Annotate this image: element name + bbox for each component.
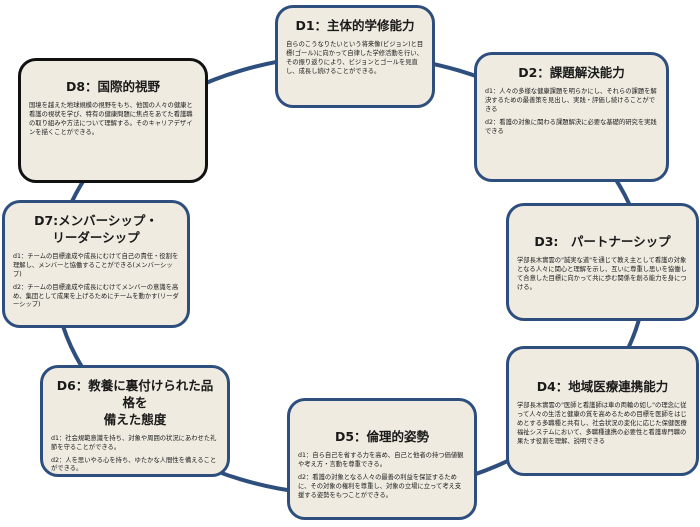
node-d3-text-1: 学部長木實雲の"誠実な道"を通じて教え主として看護の対象となる人々に関心と理解を… — [517, 256, 687, 291]
node-d7: D7:メンバーシップ・ リーダーシップ d1：チームの目標達成や成長にむけて自己… — [2, 200, 190, 328]
node-d2: D2：課題解決能力 d1：人々の多様な健康課題を明らかにし、それらの課題を解決す… — [474, 52, 669, 182]
node-d7-text-2: d2：チームの目標達成や成長にむけてメンバーの意識を高め、集団として成果を上げる… — [13, 283, 179, 309]
node-d5-text-1: d1：自ら自己を省する力を高め、自己と他者の持つ価値観や考え方・言動を尊重できる… — [298, 451, 464, 468]
node-d4-title: D4：地域医療連携能力 — [536, 379, 669, 394]
node-d5-title: D5：倫理的姿勢 — [334, 429, 430, 444]
node-d8[interactable]: D8：国際的視野 国境を越えた地球規模の視野をもち、他国の人々の健康と看護の視状… — [18, 58, 208, 183]
node-d5-text-2: d2：看護の対象となる人々の最善の利益を保証するために、その対象の権利を尊重し、… — [298, 473, 462, 499]
node-d1-title: D1：主体的学修能力 — [295, 18, 415, 33]
node-d2-title: D2：課題解決能力 — [518, 65, 625, 80]
node-d6: D6：教養に裏付けられた品格を 備えた態度 d1：社会規範意識を持ち、対象や周囲… — [40, 365, 230, 477]
node-d2-text-1: d1：人々の多様な健康課題を明らかにし、それらの課題を解決するための最善策を見出… — [485, 87, 657, 113]
node-d5: D5：倫理的姿勢 d1：自ら自己を省する力を高め、自己と他者の持つ価値観や考え方… — [287, 398, 477, 520]
node-d6-text-1: d1：社会規範意識を持ち、対象や周囲の状況にあわせた礼節を守ることができる。 — [51, 434, 217, 451]
node-d8-text-1: 国境を越えた地球規模の視野をもち、他国の人々の健康と看護の視状を学び、特有の健康… — [29, 101, 193, 136]
node-d3-title: D3: パートナーシップ — [534, 234, 671, 249]
node-d7-title: D7:メンバーシップ・ リーダーシップ — [34, 213, 158, 245]
node-d7-text-1: d1：チームの目標達成や成長にむけて自己の責任・役割を理解し、メンバーと協働する… — [13, 252, 179, 278]
node-d1-text-1: 自らのこうなりたいという将来像(ビジョン)と目標(ゴール)に向かって自律した学修… — [286, 40, 424, 75]
node-d8-title: D8：国際的視野 — [65, 79, 161, 94]
node-d3: D3: パートナーシップ 学部長木實雲の"誠実な道"を通じて教え主として看護の対… — [506, 203, 699, 321]
node-d4-text-1: 学部長木實雲の"医師と看護師は車の両輪の如し"の理念に従って人々の生活と健康の質… — [517, 401, 687, 445]
node-d6-text-2: d2：人を思いやる心を持ち、ゆたかな人間性を備えることができる。 — [51, 456, 217, 473]
node-d4: D4：地域医療連携能力 学部長木實雲の"医師と看護師は車の両輪の如し"の理念に従… — [506, 346, 699, 476]
node-d2-text-2: d2：看護の対象に関わる課題解決に必要な基礎的研究を実践できる — [485, 118, 657, 135]
node-d6-title: D6：教養に裏付けられた品格を 備えた態度 — [56, 378, 214, 427]
node-d1: D1：主体的学修能力 自らのこうなりたいという将来像(ビジョン)と目標(ゴール)… — [275, 5, 435, 108]
